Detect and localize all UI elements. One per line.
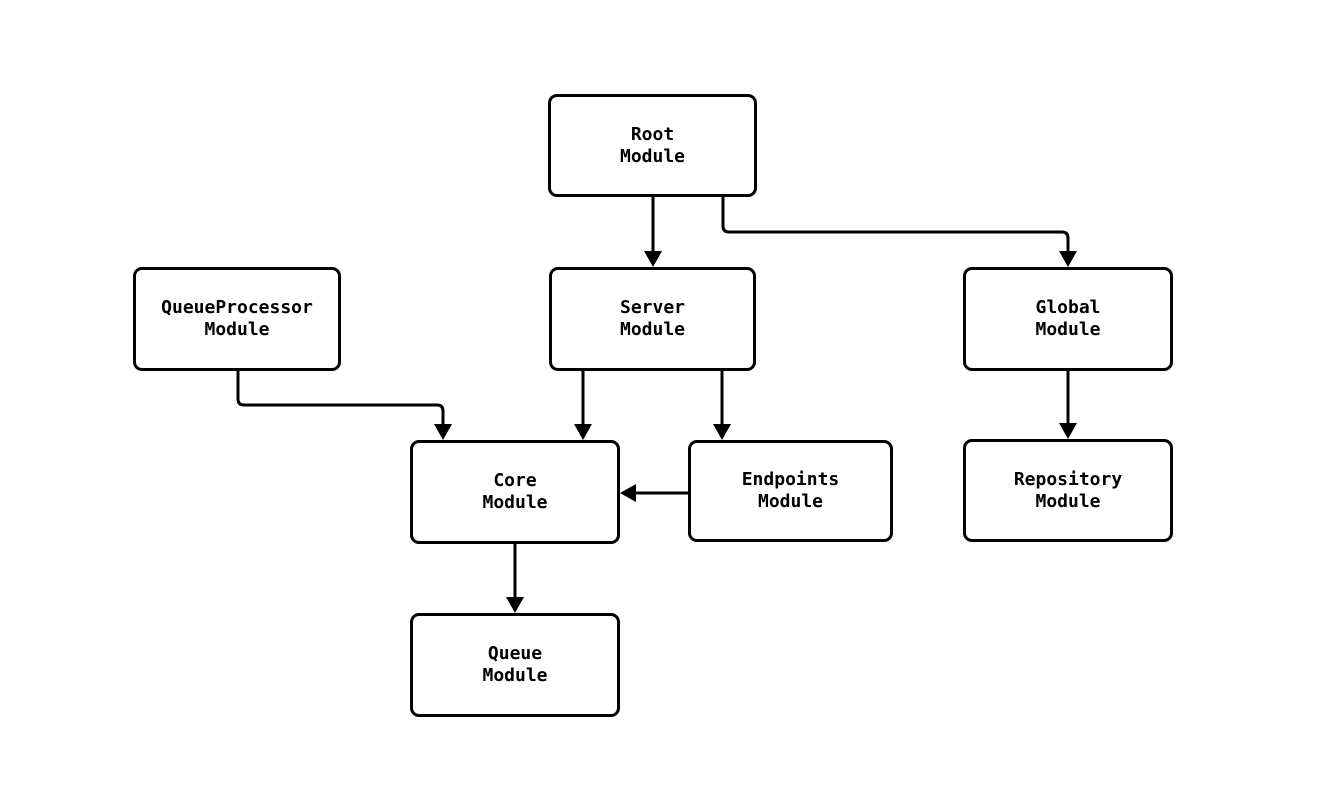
node-label-line: Core bbox=[493, 470, 537, 491]
arrowhead-root-to-global bbox=[1059, 251, 1077, 267]
arrowhead-queueprocessor-to-core bbox=[434, 424, 452, 440]
edge-queueprocessor-to-core bbox=[236, 371, 445, 424]
node-label-line: Root bbox=[630, 123, 675, 145]
node-label-line: Module bbox=[204, 319, 270, 340]
node-label-line: Module bbox=[619, 145, 686, 167]
node-label-line: Module bbox=[1035, 319, 1101, 340]
node-label-line: Module bbox=[619, 319, 686, 340]
arrowhead-global-to-repository bbox=[1059, 423, 1077, 439]
node-label-line: Repository bbox=[1013, 468, 1123, 490]
node-label-line: Module bbox=[1035, 490, 1101, 512]
node-label-line: Global bbox=[1035, 297, 1101, 318]
node-label-line: Queue bbox=[487, 643, 543, 664]
node-label-line: Server bbox=[619, 297, 686, 318]
arrowhead-root-to-server bbox=[644, 251, 662, 267]
arrowhead-server-to-core bbox=[574, 424, 592, 440]
arrowhead-server-to-endpoints bbox=[713, 424, 731, 440]
node-label-line: QueueProcessor bbox=[161, 297, 313, 318]
node-label-line: Module bbox=[482, 492, 548, 513]
arrowhead-core-to-queue bbox=[506, 597, 524, 613]
node-label-line: Endpoints bbox=[741, 469, 840, 490]
edge-root-to-global bbox=[721, 197, 1070, 251]
node-label-line: Module bbox=[482, 665, 548, 686]
node-label-line: Module bbox=[757, 491, 824, 512]
arrowhead-endpoints-to-core bbox=[620, 484, 636, 502]
